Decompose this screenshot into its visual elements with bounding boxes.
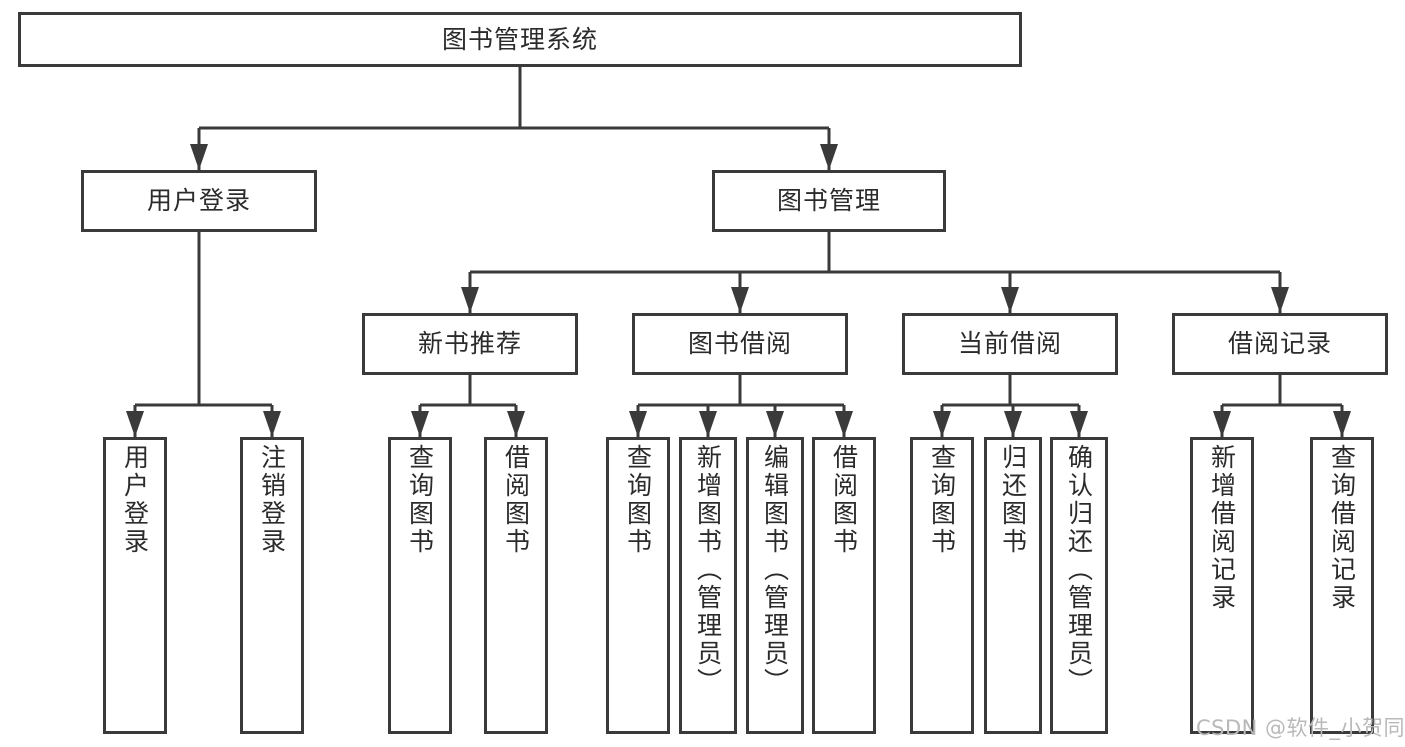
arrowhead-leaf9 xyxy=(933,411,951,437)
node-l2c[interactable]: 当前借阅 xyxy=(902,313,1118,375)
arrowhead-leaf6 xyxy=(699,411,717,437)
csdn-watermark: CSDN @软件_小贺同学 xyxy=(1196,716,1405,740)
arrowhead-leaf2 xyxy=(263,411,281,437)
node-leaf8[interactable]: 借阅图书 xyxy=(812,437,876,734)
node-l1b[interactable]: 图书管理 xyxy=(712,170,946,232)
arrowhead-l2c xyxy=(1001,287,1019,313)
node-label: 图书借阅 xyxy=(687,329,792,359)
node-root[interactable]: 图书管理系统 xyxy=(18,12,1022,67)
node-leaf12[interactable]: 新增借阅记录 xyxy=(1190,437,1254,734)
arrowhead-l1b xyxy=(820,144,838,170)
node-l2a[interactable]: 新书推荐 xyxy=(362,313,578,375)
arrowhead-leaf12 xyxy=(1213,411,1231,437)
node-leaf13[interactable]: 查询借阅记录 xyxy=(1310,437,1374,734)
arrowhead-leaf5 xyxy=(629,411,647,437)
node-leaf5[interactable]: 查询图书 xyxy=(606,437,670,734)
node-leaf1[interactable]: 用户登录 xyxy=(103,437,167,734)
arrowhead-leaf10 xyxy=(1004,411,1022,437)
arrowhead-l1a xyxy=(190,144,208,170)
arrowhead-l2a xyxy=(461,287,479,313)
node-label: 查询借阅记录 xyxy=(1327,444,1357,612)
node-l1a[interactable]: 用户登录 xyxy=(81,170,317,232)
node-label: 编辑图书（管理员） xyxy=(760,444,790,696)
node-leaf9[interactable]: 查询图书 xyxy=(910,437,974,734)
node-label: 用户登录 xyxy=(120,444,150,556)
edge-group xyxy=(133,67,1344,437)
node-label: 新书推荐 xyxy=(417,329,522,359)
node-label: 查询图书 xyxy=(405,444,435,556)
node-leaf11[interactable]: 确认归还（管理员） xyxy=(1050,437,1108,734)
node-label: 借阅图书 xyxy=(829,444,859,556)
arrowhead-leaf8 xyxy=(835,411,853,437)
node-leaf2[interactable]: 注销登录 xyxy=(240,437,304,734)
node-leaf10[interactable]: 归还图书 xyxy=(984,437,1042,734)
node-leaf4[interactable]: 借阅图书 xyxy=(484,437,548,734)
arrowhead-leaf13 xyxy=(1333,411,1351,437)
node-label: 新增借阅记录 xyxy=(1207,444,1237,612)
arrowhead-leaf4 xyxy=(507,411,525,437)
arrowhead-leaf11 xyxy=(1070,411,1088,437)
node-label: 用户登录 xyxy=(146,186,251,216)
node-leaf3[interactable]: 查询图书 xyxy=(388,437,452,734)
arrowhead-leaf1 xyxy=(126,411,144,437)
node-label: 借阅图书 xyxy=(501,444,531,556)
arrowhead-leaf7 xyxy=(766,411,784,437)
node-label: 注销登录 xyxy=(257,444,287,556)
node-l2d[interactable]: 借阅记录 xyxy=(1172,313,1388,375)
arrowhead-l2d xyxy=(1271,287,1289,313)
node-label: 图书管理系统 xyxy=(441,24,598,54)
node-l2b[interactable]: 图书借阅 xyxy=(632,313,848,375)
arrowhead-leaf3 xyxy=(411,411,429,437)
node-label: 归还图书 xyxy=(998,444,1028,556)
node-label: 查询图书 xyxy=(927,444,957,556)
node-label: 查询图书 xyxy=(623,444,653,556)
node-leaf6[interactable]: 新增图书（管理员） xyxy=(679,437,737,734)
node-leaf7[interactable]: 编辑图书（管理员） xyxy=(746,437,804,734)
node-label: 借阅记录 xyxy=(1227,329,1332,359)
node-label: 新增图书（管理员） xyxy=(693,444,723,696)
arrowhead-l2b xyxy=(731,287,749,313)
node-label: 确认归还（管理员） xyxy=(1064,444,1094,696)
node-label: 当前借阅 xyxy=(957,329,1062,359)
node-label: 图书管理 xyxy=(776,186,881,216)
